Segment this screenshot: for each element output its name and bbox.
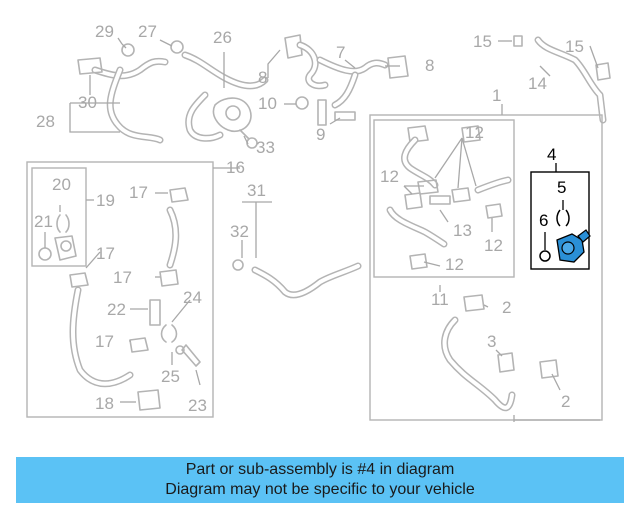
box-11 (373, 119, 515, 278)
label-11: 11 (431, 290, 449, 309)
label-1: 1 (492, 86, 501, 105)
label-25: 25 (161, 367, 180, 386)
label-33: 33 (256, 138, 275, 157)
label-12b: 12 (380, 167, 399, 186)
label-17c: 17 (113, 268, 132, 287)
hose-assembly-middle (232, 259, 362, 299)
label-9: 9 (316, 125, 325, 144)
label-29: 29 (95, 22, 114, 41)
label-6: 6 (539, 211, 548, 230)
label-22: 22 (107, 300, 126, 319)
leader-lines (44, 37, 600, 422)
box-4 (530, 171, 590, 270)
label-4: 4 (547, 145, 556, 164)
label-20: 20 (52, 175, 71, 194)
info-banner: Part or sub-assembly is #4 in diagram Di… (16, 457, 624, 503)
label-21: 21 (34, 212, 53, 231)
part-labels: 29 27 26 30 28 8 7 8 10 9 33 15 15 14 1 … (34, 22, 584, 415)
label-5: 5 (557, 178, 566, 197)
banner-line-1: Part or sub-assembly is #4 in diagram (185, 461, 455, 478)
box-19 (31, 167, 87, 267)
label-27: 27 (138, 22, 157, 41)
label-12a: 12 (465, 123, 484, 142)
box-16 (26, 161, 214, 418)
label-26: 26 (213, 28, 232, 47)
part-4-thermostat-housing (539, 209, 591, 263)
label-8a: 8 (258, 68, 267, 87)
label-7: 7 (336, 43, 345, 62)
label-13: 13 (453, 221, 472, 240)
label-23: 23 (188, 396, 207, 415)
box-1 (369, 114, 603, 421)
label-12d: 12 (445, 255, 464, 274)
box-1-lower-parts (441, 294, 559, 412)
box-16-parts (38, 187, 201, 411)
label-31: 31 (247, 181, 266, 200)
label-30: 30 (78, 93, 97, 112)
banner-line-2: Diagram may not be specific to your vehi… (165, 481, 475, 498)
parts-diagram: 29 27 26 30 28 8 7 8 10 9 33 15 15 14 1 … (26, 22, 611, 422)
label-2a: 2 (502, 298, 511, 317)
label-17b: 17 (96, 244, 115, 263)
label-3: 3 (487, 332, 496, 351)
hose-assembly-top-right (513, 35, 611, 124)
box-11-parts (386, 125, 512, 270)
hose-assembly-top-left (77, 40, 269, 149)
label-17a: 17 (129, 183, 148, 202)
label-32: 32 (230, 222, 249, 241)
hose-assembly-top-middle (284, 34, 409, 126)
label-19: 19 (96, 191, 115, 210)
label-16: 16 (226, 158, 245, 177)
label-15a: 15 (473, 32, 492, 51)
label-10: 10 (258, 94, 277, 113)
label-24: 24 (183, 288, 202, 307)
label-28: 28 (36, 112, 55, 131)
label-17d: 17 (95, 332, 114, 351)
label-2b: 2 (561, 392, 570, 411)
leader-lines-highlighted (544, 163, 564, 250)
label-8b: 8 (425, 56, 434, 75)
label-12c: 12 (484, 236, 503, 255)
label-18: 18 (95, 394, 114, 413)
label-15b: 15 (565, 37, 584, 56)
label-14: 14 (528, 74, 547, 93)
